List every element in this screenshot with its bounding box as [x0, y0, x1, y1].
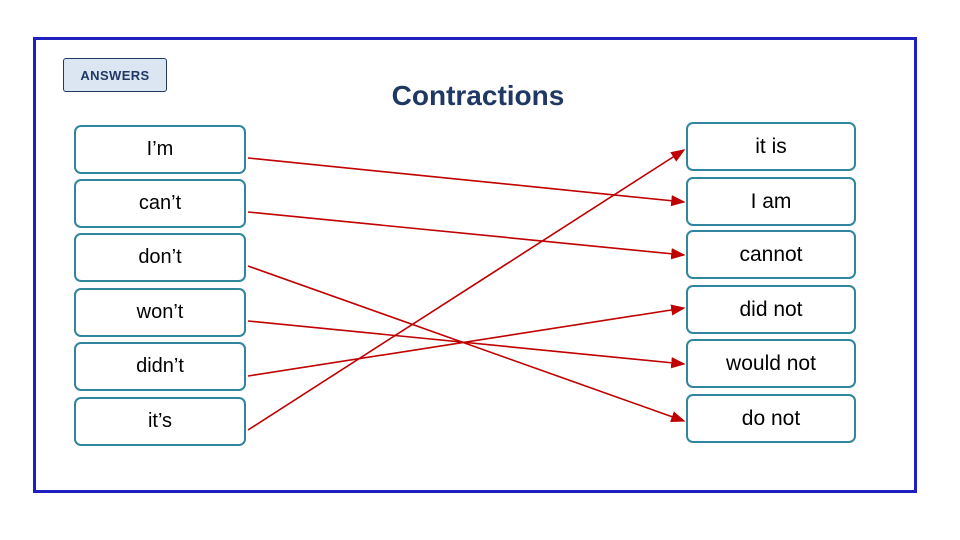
left-card-6[interactable]: it’s — [74, 397, 246, 446]
left-card-1[interactable]: I’m — [74, 125, 246, 174]
right-card-2[interactable]: I am — [686, 177, 856, 226]
right-card-4[interactable]: did not — [686, 285, 856, 334]
answers-badge: ANSWERS — [63, 58, 167, 92]
line-didnt-didnot — [247, 304, 686, 377]
line-wont-wouldnot — [247, 320, 686, 369]
left-card-2[interactable]: can’t — [74, 179, 246, 228]
right-card-1[interactable]: it is — [686, 122, 856, 171]
line-its-itis — [247, 149, 686, 431]
right-card-label: cannot — [739, 242, 803, 266]
right-card-3[interactable]: cannot — [686, 230, 856, 279]
right-card-label: do not — [741, 406, 801, 430]
left-card-label: won’t — [136, 301, 184, 323]
right-card-6[interactable]: do not — [686, 394, 856, 443]
right-card-label: it is — [755, 134, 787, 158]
line-cant-cannot — [247, 211, 686, 260]
right-card-5[interactable]: would not — [686, 339, 856, 388]
left-card-label: don’t — [138, 246, 182, 268]
left-card-label: I’m — [146, 138, 174, 160]
left-card-label: didn’t — [136, 355, 184, 377]
left-card-4[interactable]: won’t — [74, 288, 246, 337]
left-card-3[interactable]: don’t — [74, 233, 246, 282]
left-card-label: can’t — [138, 192, 182, 214]
right-card-label: I am — [750, 189, 792, 213]
left-card-5[interactable]: didn’t — [74, 342, 246, 391]
line-dont-donot — [247, 265, 686, 422]
page-title: Contractions — [391, 80, 565, 111]
right-card-label: would not — [726, 351, 816, 375]
right-card-label: did not — [739, 297, 803, 321]
line-im-iam — [247, 157, 686, 207]
left-card-label: it’s — [147, 410, 173, 432]
slide-canvas: ANSWERS Contractions I’m can’t don’t won… — [33, 37, 917, 493]
